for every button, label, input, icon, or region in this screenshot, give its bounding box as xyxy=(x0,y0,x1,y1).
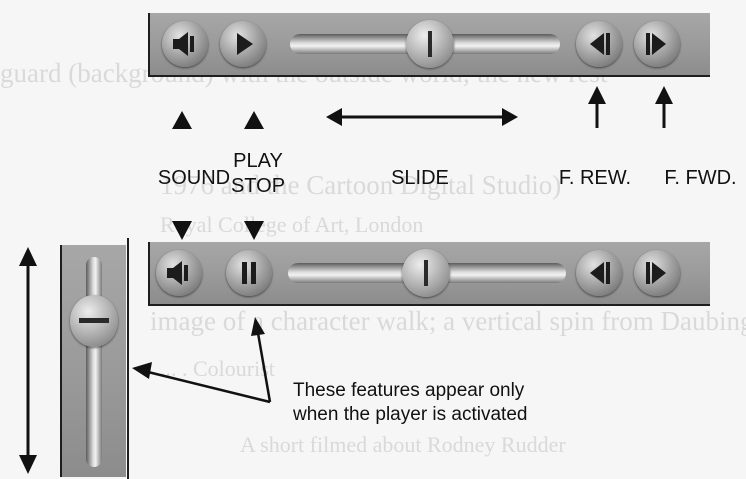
pause-button[interactable] xyxy=(226,250,272,296)
forward-button[interactable] xyxy=(634,21,680,67)
arrow-down-sound xyxy=(172,221,192,240)
speaker-icon xyxy=(173,32,194,56)
label-play: PLAY xyxy=(233,150,283,172)
volume-thumb[interactable] xyxy=(70,295,118,347)
note-line-1: These features appear only xyxy=(293,380,525,401)
volume-bar xyxy=(60,245,126,477)
arrow-volume-double xyxy=(19,247,37,474)
arrow-head-volume xyxy=(132,362,152,379)
arrow-slide-double xyxy=(326,108,518,126)
rewind-icon xyxy=(590,262,610,284)
label-fast-forward: F. FWD. xyxy=(664,167,737,189)
forward-button[interactable] xyxy=(634,250,680,296)
arrow-head-pause xyxy=(251,317,265,336)
player-bar-active xyxy=(148,242,710,306)
background-text-line: A short filmed about Rodney Rudder xyxy=(240,432,566,457)
arrow-up-play xyxy=(244,111,264,129)
label-fast-rewind: F. REW. xyxy=(558,167,632,189)
sound-button[interactable] xyxy=(162,21,208,67)
background-text-line: Royal College of Art, London xyxy=(160,212,424,237)
sound-button[interactable] xyxy=(156,250,202,296)
background-text-line: image of a character walk; a vertical sp… xyxy=(150,306,746,336)
arrow-up-rewind xyxy=(588,86,606,128)
label-stop: STOP xyxy=(230,175,286,197)
player-bar-inactive xyxy=(148,13,710,77)
rewind-icon xyxy=(590,33,610,55)
label-sound: SOUND xyxy=(157,167,231,189)
play-icon xyxy=(237,33,253,55)
pause-icon xyxy=(242,262,256,284)
slide-thumb[interactable] xyxy=(402,249,450,297)
arrow-down-stop xyxy=(244,221,264,240)
divider-line xyxy=(127,238,129,479)
arrow-up-sound xyxy=(172,111,192,129)
rewind-button[interactable] xyxy=(576,21,622,67)
background-text-line: ... . Colourist xyxy=(160,356,275,381)
background-text-line: 1976 and the Cartoon Digital Studio) xyxy=(160,170,562,200)
forward-icon xyxy=(646,33,666,55)
speaker-icon xyxy=(167,261,188,285)
play-button[interactable] xyxy=(220,21,266,67)
arrow-up-forward xyxy=(655,86,673,128)
forward-icon xyxy=(646,262,666,284)
rewind-button[interactable] xyxy=(576,250,622,296)
arrow-note-to-volume xyxy=(147,332,272,404)
label-slide: SLIDE xyxy=(391,167,449,189)
note-line-2: when the player is activated xyxy=(293,404,528,425)
slide-thumb[interactable] xyxy=(406,20,454,68)
